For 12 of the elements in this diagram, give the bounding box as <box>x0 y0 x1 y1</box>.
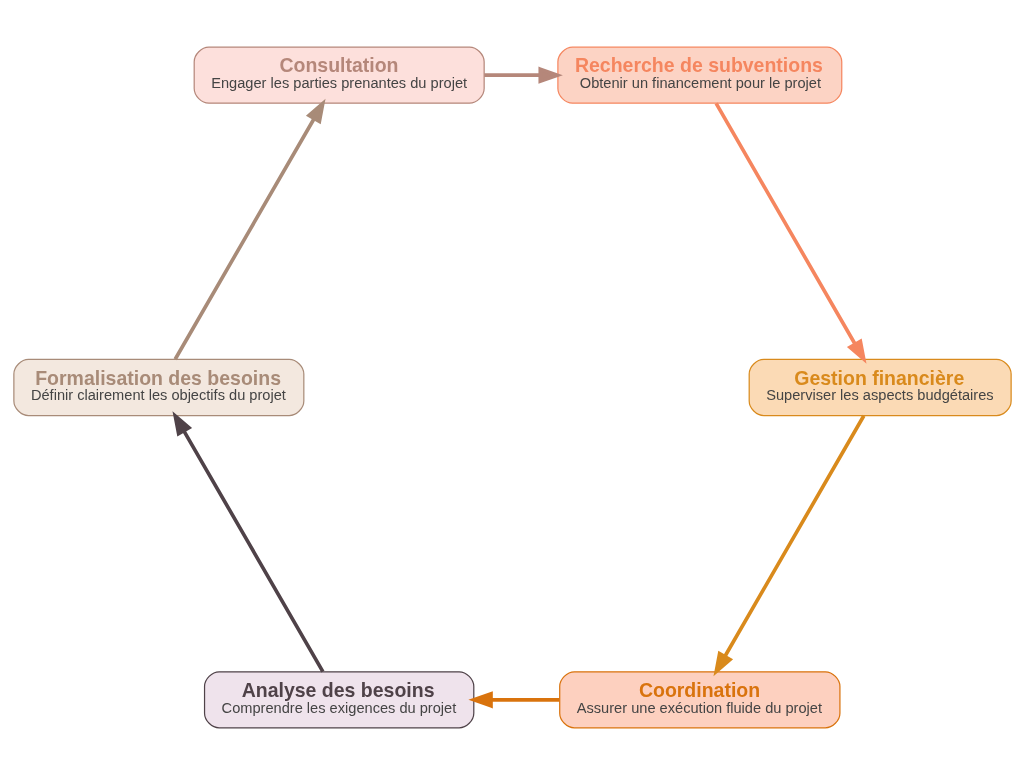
arrow <box>712 414 865 677</box>
node-box: Coordination Assurer une exécution fluide du projet <box>558 671 841 729</box>
node-box: Recherche de subventions Obtenir un financement pour le projet <box>556 46 842 104</box>
node-box: Analyse des besoins Comprendre les exigences du projet <box>203 671 474 729</box>
arrow <box>172 411 324 673</box>
node-box: Consultation Engager les parties prenantes du projet <box>193 46 485 104</box>
arrow <box>483 66 563 84</box>
arrow <box>714 102 866 364</box>
node-box: Formalisation des besoins Définir clairement les objectifs du projet <box>12 358 304 417</box>
node-box: Gestion financière Superviser les aspects budgétaires <box>748 358 1012 417</box>
arrow <box>467 691 559 709</box>
arrow <box>173 98 326 361</box>
